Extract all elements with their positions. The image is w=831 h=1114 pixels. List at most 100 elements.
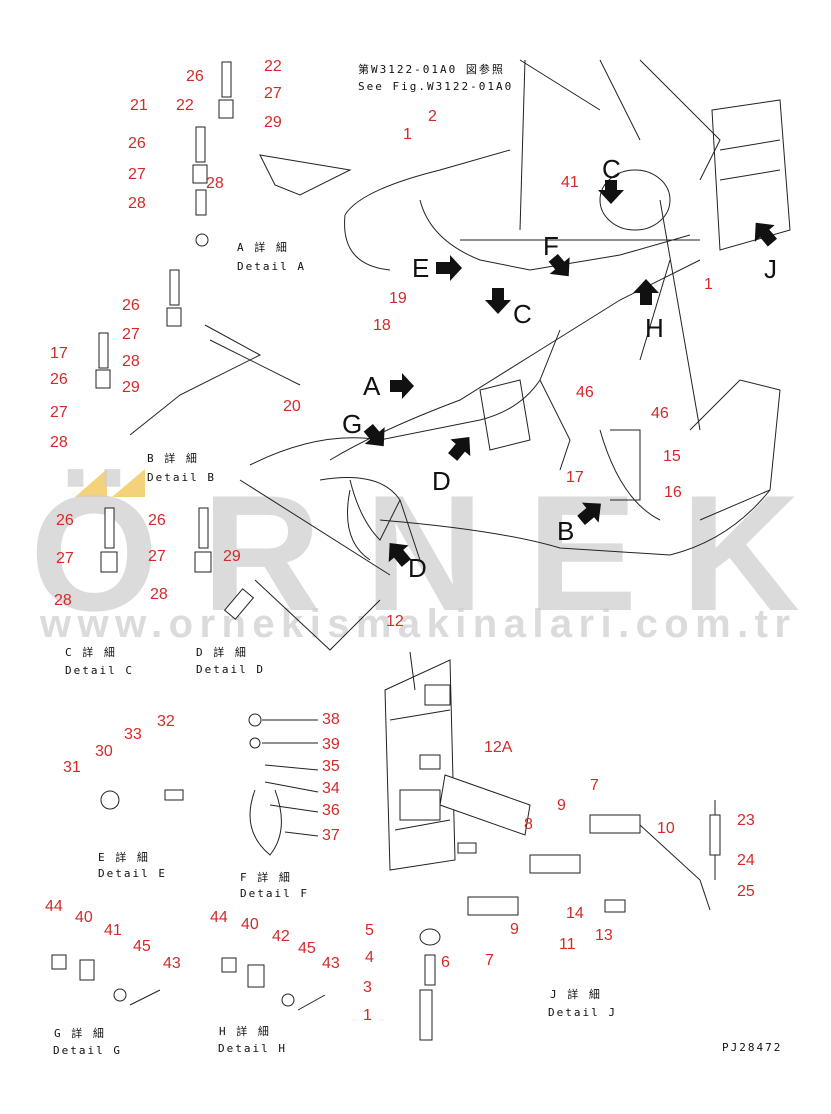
callout: 9	[510, 921, 519, 938]
detail-c[interactable]: 26 27 28 C 詳 細 Detail C	[54, 512, 134, 677]
detail-e[interactable]: 33 32 30 31 E 詳 細 Detail E	[63, 713, 175, 880]
detail-title-jp: A 詳 細	[237, 240, 289, 254]
detail-title: Detail H	[218, 1042, 287, 1055]
callout: 13	[595, 927, 613, 944]
callout: 29	[264, 114, 282, 131]
callout: 3	[363, 979, 372, 996]
callout: 27	[128, 166, 146, 183]
callout: 18	[373, 317, 391, 334]
detail-title-jp: H 詳 細	[219, 1024, 271, 1038]
detail-title: Detail C	[65, 664, 134, 677]
detail-title: Detail B	[147, 471, 216, 484]
callout: 14	[566, 905, 584, 922]
callout: 27	[50, 404, 68, 421]
arrow-d2-icon	[388, 543, 411, 567]
view-letter-g: G	[342, 409, 362, 439]
detail-b[interactable]: 26 17 27 26 28 29 27 20 28 B 詳 細 Detail …	[50, 297, 301, 484]
callout: 27	[56, 550, 74, 567]
arrow-f-icon	[548, 253, 570, 277]
view-letter-c: C	[602, 154, 621, 184]
callout: 41	[104, 922, 122, 939]
arrow-c-top-icon	[598, 180, 624, 204]
drawing-number: PJ28472	[722, 1041, 782, 1054]
callout: 24	[737, 852, 755, 869]
callout: 12	[386, 613, 404, 630]
reference-en: See Fig.W3122-01A0	[358, 80, 513, 93]
arrow-b-icon	[577, 502, 601, 525]
view-letter-a: A	[363, 371, 381, 401]
detail-title-jp: D 詳 細	[196, 645, 248, 659]
arrow-h-icon	[633, 279, 659, 305]
view-letter-b: B	[557, 516, 574, 546]
callout: 42	[272, 928, 290, 945]
detail-title: Detail F	[240, 887, 309, 900]
arrow-e-icon	[436, 255, 462, 281]
detail-title-jp: J 詳 細	[550, 987, 602, 1001]
callout: 46	[651, 405, 669, 422]
machine-drawing	[239, 59, 791, 1041]
callout: 38	[322, 711, 340, 728]
callout: 9	[557, 797, 566, 814]
callout: 4	[365, 949, 374, 966]
callout: 26	[148, 512, 166, 529]
detail-title-jp: G 詳 細	[54, 1026, 106, 1040]
callout: 26	[128, 135, 146, 152]
arrow-c-icon	[485, 288, 511, 314]
callout: 46	[576, 384, 594, 401]
view-letter-e: E	[412, 253, 429, 283]
callout: 27	[264, 85, 282, 102]
callout: 33	[124, 726, 142, 743]
detail-title-jp: E 詳 細	[98, 850, 150, 864]
callout: 45	[298, 940, 316, 957]
callout: 44	[45, 898, 63, 915]
view-arrows	[363, 180, 778, 567]
callout: 36	[322, 802, 340, 819]
callout: 34	[322, 780, 340, 797]
callout: 41	[561, 174, 579, 191]
callout: 5	[365, 922, 374, 939]
detail-g[interactable]: 44 40 41 45 43 G 詳 細 Detail G	[45, 898, 181, 1057]
callout: 22	[176, 97, 194, 114]
callout: 21	[130, 97, 148, 114]
view-letter-d: D	[432, 466, 451, 496]
view-letter-f: F	[543, 231, 559, 261]
callout: 16	[664, 484, 682, 501]
callout: 6	[441, 954, 450, 971]
callout: 25	[737, 883, 755, 900]
detail-title: Detail G	[53, 1044, 122, 1057]
callout: 26	[122, 297, 140, 314]
detail-d[interactable]: 26 27 29 28 D 詳 細 Detail D	[148, 512, 265, 676]
view-letter-c: C	[513, 299, 532, 329]
detail-title: Detail D	[196, 663, 265, 676]
watermark-dot	[75, 469, 107, 497]
callout: 40	[241, 916, 259, 933]
watermark-url: www.ornekismakinalari.com.tr	[39, 602, 790, 646]
detail-a[interactable]: 22 26 27 21 22 29 26 27 28 28 A 詳 細 Deta…	[128, 58, 306, 273]
view-letter-d: D	[408, 553, 427, 583]
callout: 26	[50, 371, 68, 388]
callout: 28	[206, 175, 224, 192]
main-view[interactable]: 1 2 41 1 19 18 46 46 15 17 16 12 C E F J…	[342, 108, 782, 630]
detail-h[interactable]: 44 40 42 45 43 H 詳 細 Detail H	[210, 909, 340, 1055]
detail-j[interactable]: 12A 7 8 9 10 23 24 25 14 11 13 9 7 6 5 4…	[363, 739, 755, 1024]
callout: 27	[148, 548, 166, 565]
callout: 28	[122, 353, 140, 370]
callout: 28	[54, 592, 72, 609]
callout: 22	[264, 58, 282, 75]
arrow-d-icon	[448, 437, 471, 461]
arrow-j-icon	[754, 222, 778, 247]
callout: 29	[122, 379, 140, 396]
arrow-a-icon	[390, 373, 414, 399]
callout: 27	[122, 326, 140, 343]
callout: 28	[150, 586, 168, 603]
callout: 12A	[484, 739, 513, 756]
callout: 1	[363, 1007, 372, 1024]
callout: 17	[50, 345, 68, 362]
callout: 20	[283, 398, 301, 415]
callout: 26	[186, 68, 204, 85]
reference-jp: 第W3122-01A0 図参照	[358, 62, 505, 76]
detail-f[interactable]: 38 39 35 34 36 37 F 詳 細 Detail F	[240, 711, 340, 900]
callout: 35	[322, 758, 340, 775]
